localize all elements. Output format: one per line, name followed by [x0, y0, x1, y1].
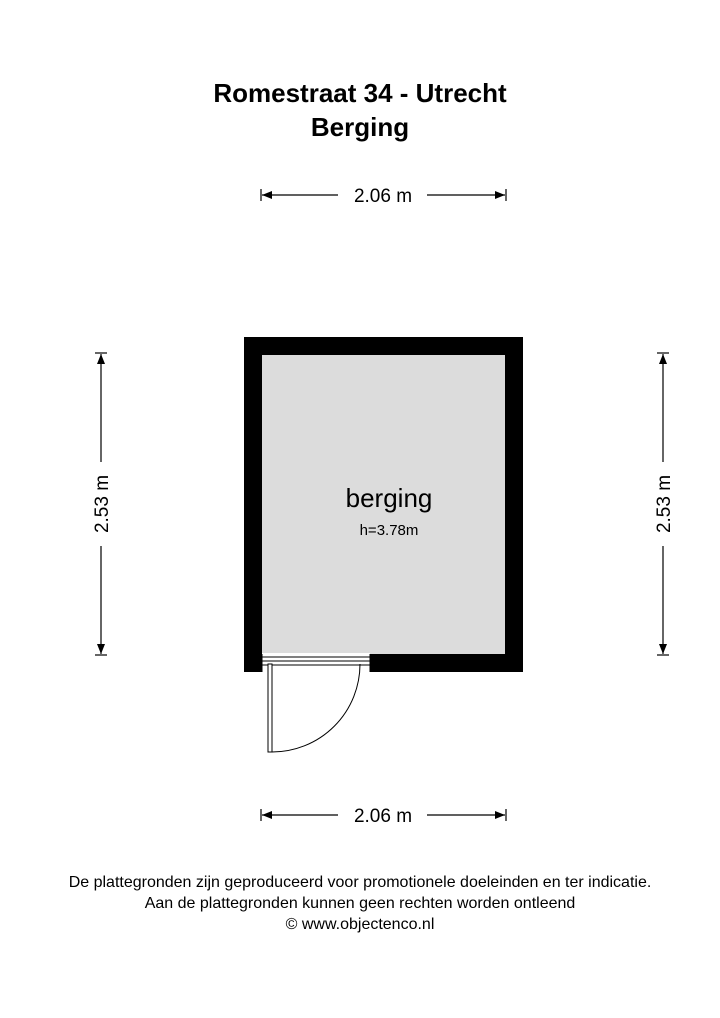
disclaimer-line-2: Aan de plattegronden kunnen geen rechten…	[144, 895, 576, 912]
room-berging: berging h=3.78m	[244, 337, 523, 753]
left-depth-dimension: 2.53 m	[92, 352, 113, 656]
top-width-dimension: 2.06 m	[260, 186, 507, 207]
door	[267, 663, 361, 753]
right-depth-label: 2.53 m	[654, 475, 675, 533]
room-name: berging	[346, 483, 433, 513]
bottom-width-label: 2.06 m	[354, 806, 412, 827]
plan-subtitle: Berging	[310, 112, 410, 142]
room-floor	[262, 355, 505, 654]
disclaimer-line-1: De plattegronden zijn geproduceerd voor …	[68, 874, 652, 891]
plan-title: Romestraat 34 - Utrecht	[213, 78, 507, 108]
door-opening	[262, 653, 370, 673]
left-depth-label: 2.53 m	[92, 475, 113, 533]
bottom-width-dimension: 2.06 m	[260, 806, 507, 827]
top-width-label: 2.06 m	[354, 186, 412, 207]
room-height: h=3.78m	[360, 522, 419, 539]
right-depth-dimension: 2.53 m	[654, 352, 675, 656]
copyright-link[interactable]: © www.objectenco.nl	[285, 916, 435, 933]
